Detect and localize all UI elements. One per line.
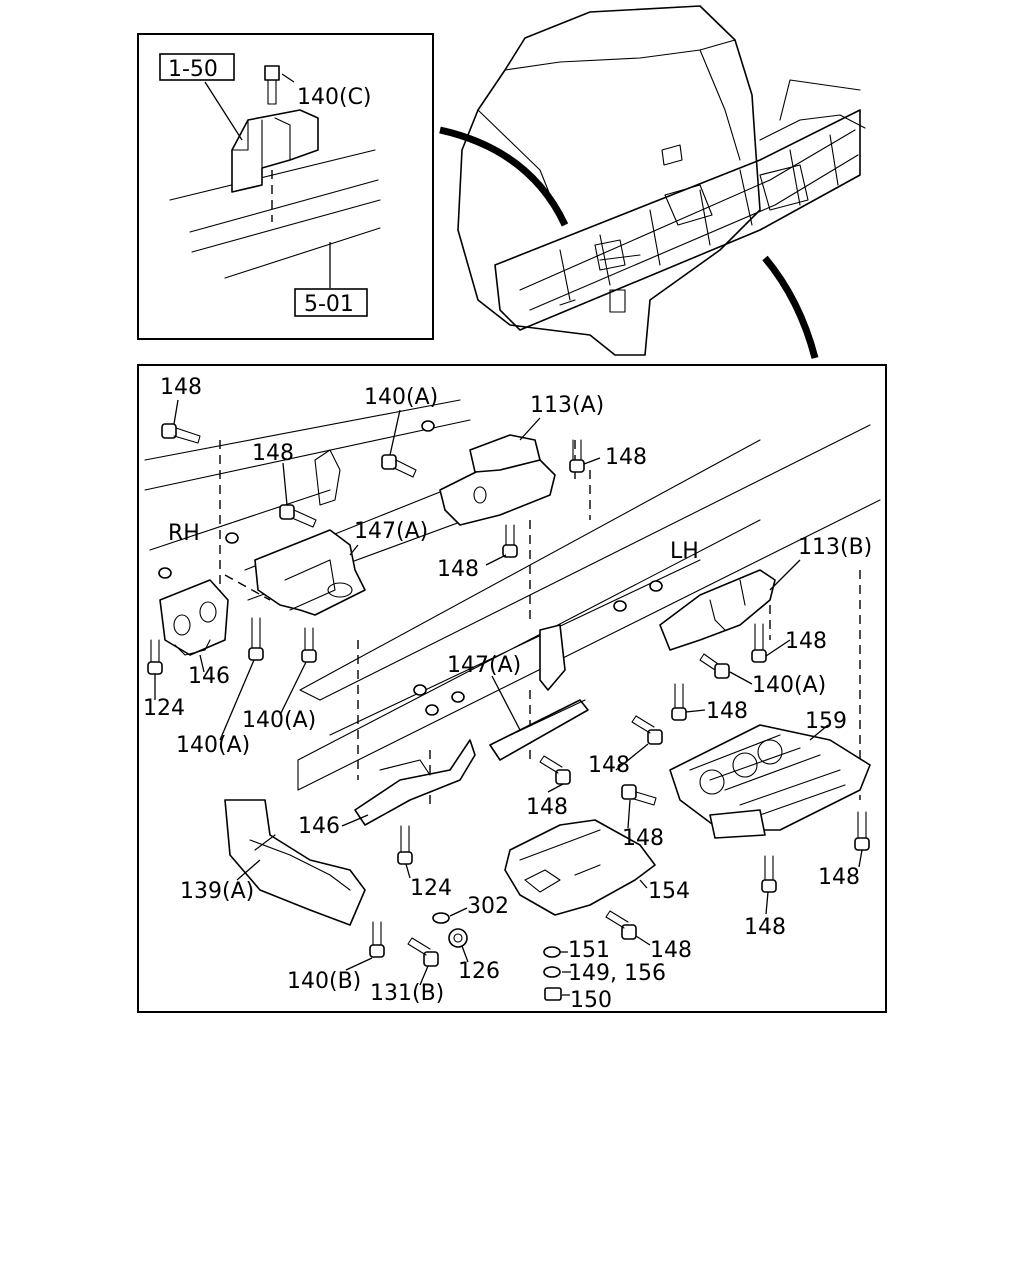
- callout-arrow-right: [762, 255, 819, 359]
- label-148-d: 148: [437, 557, 479, 582]
- bolt-148-159-left: [621, 784, 657, 806]
- label-148-a: 148: [160, 375, 202, 400]
- ref-bottom-label: 5-01: [304, 292, 354, 317]
- label-151: 151: [568, 938, 610, 963]
- bolt-group: [147, 420, 870, 1001]
- nut-150: [544, 987, 562, 1001]
- label-113b: 113(B): [798, 535, 872, 560]
- bolt-124-center: [397, 825, 413, 865]
- callout-arrow-left: [439, 126, 569, 227]
- label-148-b: 148: [252, 441, 294, 466]
- bolt-148-top-right: [569, 439, 585, 473]
- main-frame: [137, 364, 887, 1013]
- small-plugs: [158, 420, 663, 716]
- label-148-i: 148: [622, 826, 664, 851]
- rh-mount-147a: [254, 529, 366, 616]
- bolt-148-rh-mid: [279, 504, 317, 528]
- label-148-g: 148: [588, 753, 630, 778]
- label-124-a: 124: [143, 696, 185, 721]
- side-label-rh: RH: [168, 521, 200, 546]
- label-147a-b: 147(A): [447, 653, 521, 678]
- bolt-124-left: [147, 639, 163, 675]
- nut-126: [448, 928, 468, 948]
- label-148-c: 148: [605, 445, 647, 470]
- label-150: 150: [570, 988, 612, 1013]
- bolt-140a-left1: [248, 617, 264, 661]
- bolt-131b: [407, 937, 439, 967]
- label-146-a: 146: [188, 664, 230, 689]
- center-mount-147a: [489, 624, 589, 761]
- label-159: 159: [805, 709, 847, 734]
- inset-frame: [137, 33, 434, 340]
- label-140a-b: 140(A): [176, 733, 250, 758]
- label-154: 154: [648, 879, 690, 904]
- bolt-140a-lh: [699, 653, 730, 679]
- bolt-148-159-right: [854, 811, 870, 851]
- washer-149-156: [543, 966, 561, 978]
- label-302: 302: [467, 894, 509, 919]
- bolt-148-lh-low: [671, 683, 687, 721]
- label-140a-c: 140(A): [242, 708, 316, 733]
- bolt-140a-top: [381, 454, 417, 478]
- leader-lines: [154, 399, 863, 996]
- bolt-148-159-bottom: [761, 855, 777, 893]
- label-131b: 131(B): [370, 981, 444, 1006]
- label-148-k: 148: [818, 865, 860, 890]
- rh-front-bracket-146: [354, 739, 476, 826]
- bolt-148-center-low: [539, 755, 571, 785]
- exploded-diagram: [137, 364, 887, 1013]
- crossmember-159: [669, 724, 871, 839]
- part-labels: RH LH 148 140(A) 113(A) 148 148 147(A) 1…: [143, 375, 872, 1013]
- side-label-lh: LH: [670, 539, 699, 564]
- label-148-e: 148: [785, 629, 827, 654]
- bolt-140a-left2: [301, 627, 317, 663]
- vehicle-overview: [439, 5, 866, 359]
- inset-leaders: [204, 73, 331, 288]
- bolt-148-center: [631, 715, 663, 745]
- label-140a-d: 140(A): [752, 673, 826, 698]
- inset-bracket: [231, 109, 319, 193]
- label-147a-a: 147(A): [354, 519, 428, 544]
- skid-plate-154: [504, 819, 656, 916]
- label-140a-a: 140(A): [364, 385, 438, 410]
- label-149-156: 149, 156: [568, 961, 666, 986]
- label-148-j: 148: [650, 938, 692, 963]
- ref-box-top: [159, 53, 235, 81]
- label-148-f: 148: [706, 699, 748, 724]
- washer-302: [432, 912, 450, 924]
- washer-151: [543, 946, 561, 958]
- bolt-148-lh: [751, 623, 767, 663]
- rh-upper-bracket-113a: [314, 434, 556, 526]
- inset-rail-lines: [169, 149, 381, 279]
- bolt-148-154: [605, 910, 637, 940]
- bolt-148-top-left: [161, 423, 201, 444]
- inset-bolt-label: 140(C): [297, 85, 372, 110]
- bolt-148-center-top: [502, 524, 518, 558]
- label-124-b: 124: [410, 876, 452, 901]
- label-140b: 140(B): [287, 969, 361, 994]
- label-126: 126: [458, 959, 500, 984]
- label-148-l: 148: [744, 915, 786, 940]
- ref-top-label: 1-50: [168, 57, 218, 82]
- label-148-h: 148: [526, 795, 568, 820]
- inset-panel: 1-50 5-01 140(C): [137, 33, 434, 340]
- rh-rear-bracket-146: [159, 579, 229, 656]
- bolt-140b: [369, 921, 385, 958]
- inset-bolt-140c: [264, 65, 280, 105]
- label-139a: 139(A): [180, 879, 254, 904]
- label-113a: 113(A): [530, 393, 604, 418]
- skid-plate-139a: [224, 799, 366, 926]
- ref-box-bottom: [294, 288, 368, 317]
- lh-mount-113b: [659, 569, 776, 651]
- label-146-b: 146: [298, 814, 340, 839]
